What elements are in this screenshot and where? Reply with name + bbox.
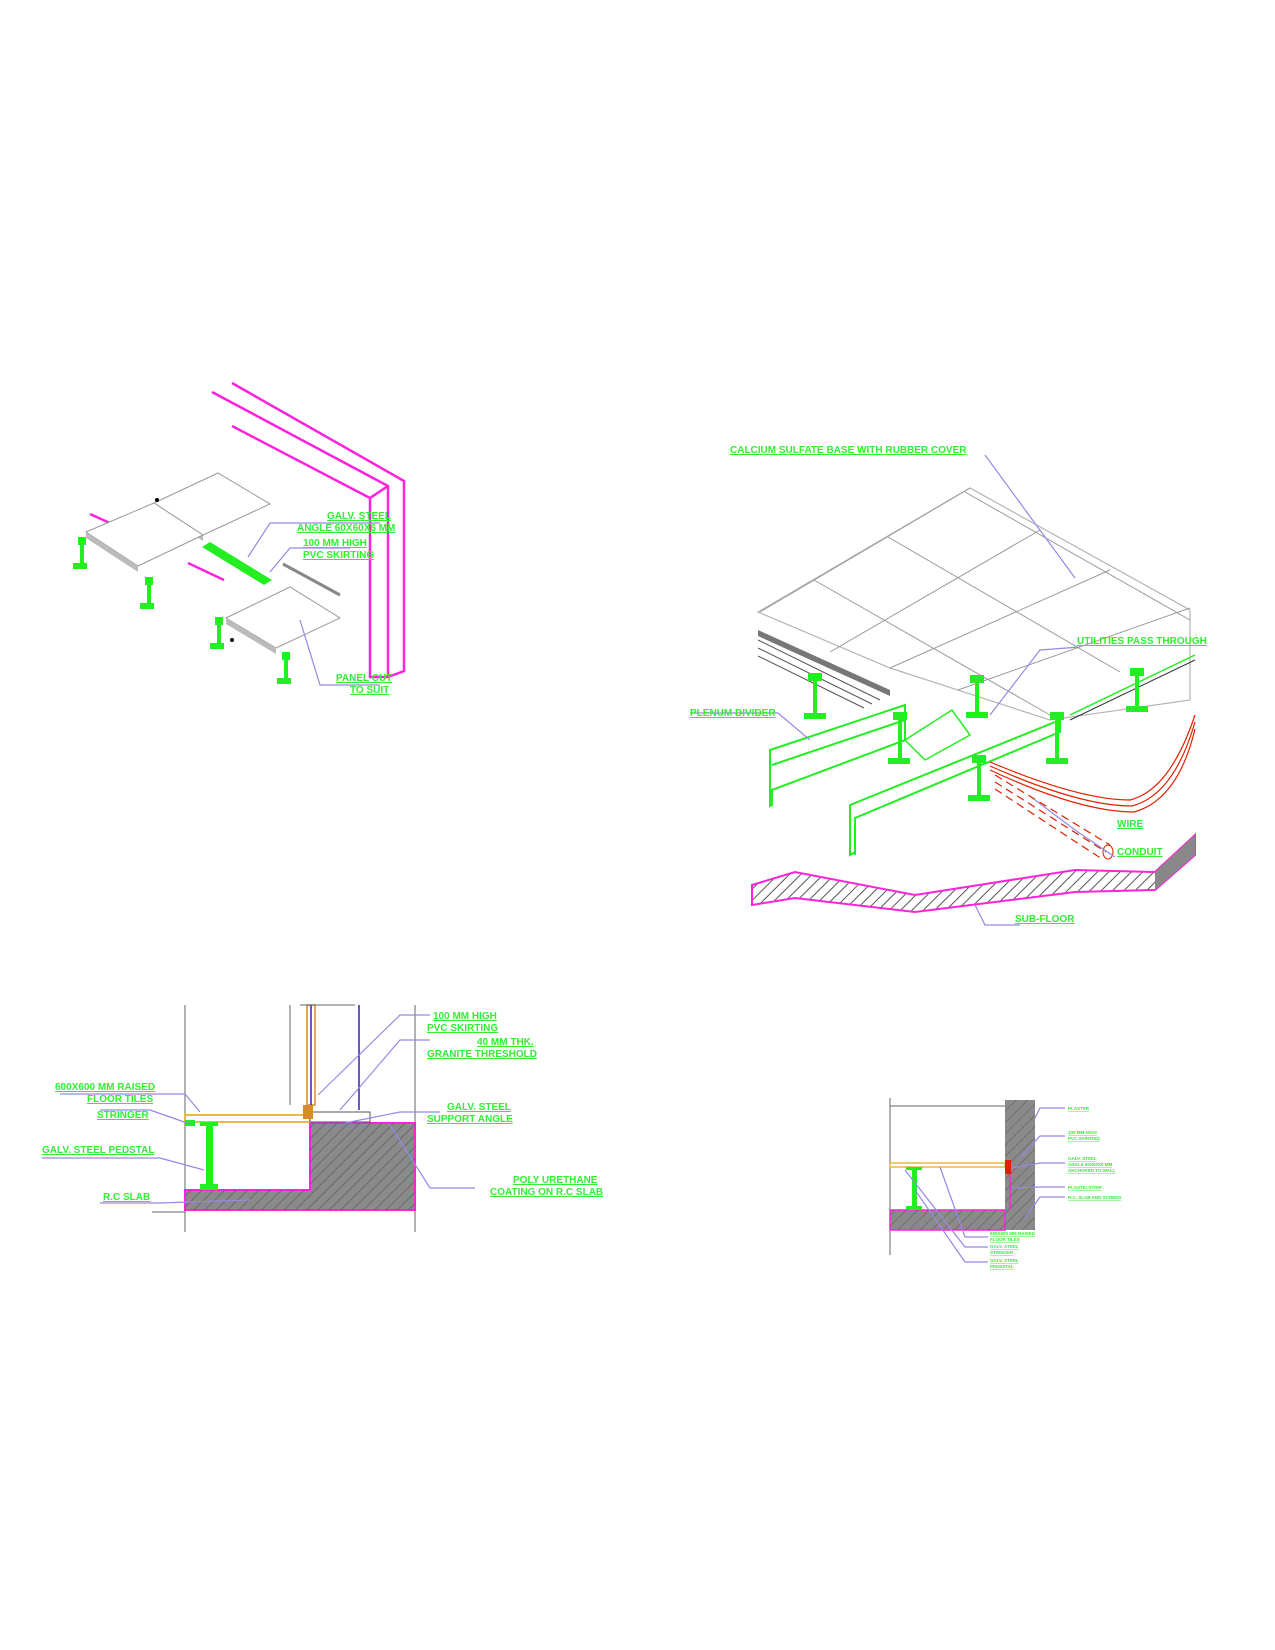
label-wall-angle-line1: GALV. STEEL (1068, 1156, 1097, 1161)
wall (89, 381, 406, 679)
label-plastic-strip: PLASTIC STRIP (1068, 1185, 1102, 1190)
label-wall-tiles-line2: FLOOR TILES (990, 1237, 1020, 1242)
wall-pedestal (906, 1167, 922, 1210)
plenum-dividers (769, 703, 1061, 857)
label-wall-stringer-line2: STRINGER (990, 1250, 1014, 1255)
galv-steel-angle (202, 542, 272, 585)
system-pedestals (804, 668, 1148, 801)
pedestals (73, 537, 291, 684)
label-wall-tiles-line1: 600X600 MM RAISED (990, 1231, 1036, 1236)
iso-skirting-detail: GALV. STEEL ANGLE 60X60X6 MM 100 MM HIGH… (73, 381, 406, 696)
label-raised-tiles-line2: FLOOR TILES (87, 1094, 153, 1105)
pvc-skirting (282, 562, 341, 597)
label-wire: WIRE (1117, 819, 1143, 830)
iso-system-detail: CALCIUM SULFATE BASE WITH RUBBER COVER U… (690, 445, 1207, 926)
label-plenum-divider: PLENUM DIVIDER (690, 708, 776, 719)
raised-floor-tile (184, 1114, 311, 1123)
wires (989, 714, 1196, 860)
granite-threshold (309, 1111, 371, 1123)
label-utilities-pass-through: UTILITIES PASS THROUGH (1077, 636, 1207, 647)
label-wall-angle-line3: ANCHORED TO WALL (1068, 1168, 1116, 1173)
tile-grid (756, 487, 1196, 721)
label-polyurethane-line1: POLY URETHANE (513, 1175, 598, 1186)
label-galv-angle-line2: ANGLE 60X60X6 MM (297, 523, 395, 534)
label-threshold-skirting-line1: 100 MM HIGH (433, 1011, 497, 1022)
label-support-angle-line2: SUPPORT ANGLE (427, 1114, 513, 1125)
label-pvc-skirting-line1: 100 MM HIGH (303, 538, 367, 549)
label-wall-skirting-line1: 100 MM HIGH (1068, 1130, 1097, 1135)
label-rc-slab: R.C SLAB (103, 1192, 150, 1203)
label-plaster: PLASTER (1068, 1106, 1090, 1111)
threshold-pedestal (185, 1120, 218, 1190)
label-panel-cut-line2: TO SUIT (350, 685, 389, 696)
label-wall-skirting-line2: PVC SKIRTING (1068, 1136, 1101, 1141)
label-granite-line2: GRANITE THRESHOLD (427, 1049, 537, 1060)
wall-raised-tile (889, 1162, 1006, 1168)
label-polyurethane-line2: COATING ON R.C SLAB (490, 1187, 603, 1198)
label-support-angle-line1: GALV. STEEL (447, 1102, 511, 1113)
section-threshold: 100 MM HIGH PVC SKIRTING 40 MM THK. GRAN… (42, 1004, 603, 1232)
label-galv-angle-line1: GALV. STEEL (327, 511, 391, 522)
label-wall-angle-line2: ANGLE 60X60X6 MM (1068, 1162, 1113, 1167)
label-raised-tiles-line1: 600X600 MM RAISED (55, 1082, 155, 1093)
door-frame (289, 1004, 360, 1110)
floor-panels (84, 472, 342, 654)
label-calcium-sulfate: CALCIUM SULFATE BASE WITH RUBBER COVER (730, 445, 967, 456)
label-wall-stringer-line1: GALV. STEEL (990, 1244, 1019, 1249)
label-pvc-skirting-line2: PVC SKIRTING (303, 550, 374, 561)
label-threshold-skirting-line2: PVC SKIRTING (427, 1023, 498, 1034)
label-wall-slab: R.C. SLAB AND SCREED (1068, 1195, 1122, 1200)
label-granite-line1: 40 MM THK. (477, 1037, 534, 1048)
section-wall: PLASTER 100 MM HIGH PVC SKIRTING GALV. S… (889, 1098, 1122, 1269)
label-sub-floor: SUB-FLOOR (1015, 914, 1075, 925)
label-panel-cut-line1: PANEL CUT (336, 673, 392, 684)
label-galv-pedestal: GALV. STEEL PEDSTAL (42, 1145, 154, 1156)
label-stringer: STRINGER (97, 1110, 149, 1121)
label-wall-pedestal-line2: PEDESTAL (990, 1264, 1014, 1269)
label-wall-pedestal-line1: GALV. STEEL (990, 1258, 1019, 1263)
label-conduit: CONDUIT (1117, 847, 1163, 858)
